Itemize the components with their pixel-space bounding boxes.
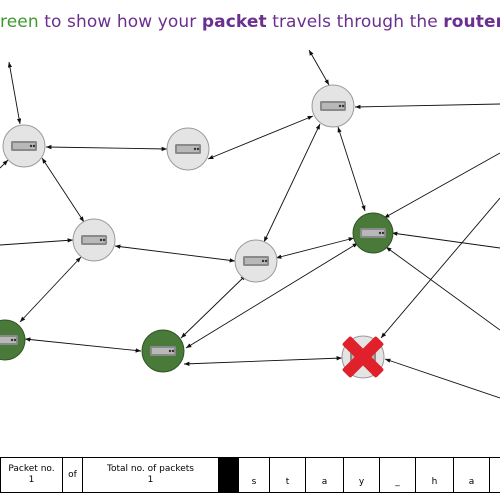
failed-router-node[interactable] (329, 323, 397, 391)
letter-cell: t (269, 457, 306, 493)
instruction-segment: travels through the (266, 12, 444, 32)
letter-cell: a (305, 457, 344, 493)
link (41, 157, 85, 223)
link (183, 356, 343, 366)
link (7, 61, 22, 125)
instruction-segment: to show how your (38, 12, 202, 32)
link (180, 274, 247, 339)
link (45, 144, 168, 152)
letter-cell: a (453, 457, 490, 493)
of-label: of (68, 469, 77, 480)
link (383, 152, 500, 219)
network-links (0, 49, 500, 399)
router-node[interactable] (352, 212, 394, 254)
router-icon (360, 228, 386, 238)
instruction-keyword-routers: routers (443, 12, 500, 32)
instruction-keyword-packet: packet (201, 12, 267, 32)
router-node[interactable] (0, 319, 26, 361)
total-packets-label: Total no. of packets (106, 464, 194, 474)
router-icon (243, 256, 269, 266)
link (19, 256, 82, 323)
router-icon (175, 144, 201, 154)
link (384, 358, 500, 399)
router-node[interactable] (141, 329, 185, 373)
router-node[interactable] (311, 84, 355, 128)
link (185, 242, 359, 349)
letter-cell: y (343, 457, 380, 493)
divider-cell (218, 457, 239, 493)
packet-no-cell: Packet no.1 (0, 457, 63, 493)
router-icon (0, 335, 18, 345)
total-packets-value: 1 (147, 475, 154, 485)
link (337, 126, 366, 212)
letter-cell: s (238, 457, 270, 493)
link (24, 337, 142, 353)
router-icon (11, 141, 37, 151)
instruction-green-word: reen (0, 12, 39, 32)
of-cell: of (62, 457, 83, 493)
router-node[interactable] (166, 127, 210, 171)
letter-cell: h (415, 457, 454, 493)
router-icon (150, 346, 176, 356)
router-icon (81, 235, 107, 245)
packet-no-label: Packet no. (8, 464, 55, 474)
letter-cell: _ (379, 457, 416, 493)
router-node[interactable] (234, 239, 278, 283)
link (275, 237, 355, 259)
network-diagram (0, 49, 500, 399)
instruction-text: reen to show how your packet travels thr… (0, 12, 500, 32)
link (354, 103, 500, 110)
letter-cell (489, 457, 500, 493)
router-icon (320, 101, 346, 111)
router-node[interactable] (2, 124, 46, 168)
red-cross-icon (342, 336, 384, 378)
link (0, 238, 74, 246)
link (0, 159, 9, 169)
link (385, 246, 500, 331)
link (263, 123, 321, 243)
link (114, 244, 236, 263)
link (380, 197, 500, 339)
router-node[interactable] (72, 218, 116, 262)
link (207, 115, 314, 160)
link (391, 231, 500, 249)
link (308, 49, 330, 86)
packet-no-value: 1 (28, 475, 35, 485)
